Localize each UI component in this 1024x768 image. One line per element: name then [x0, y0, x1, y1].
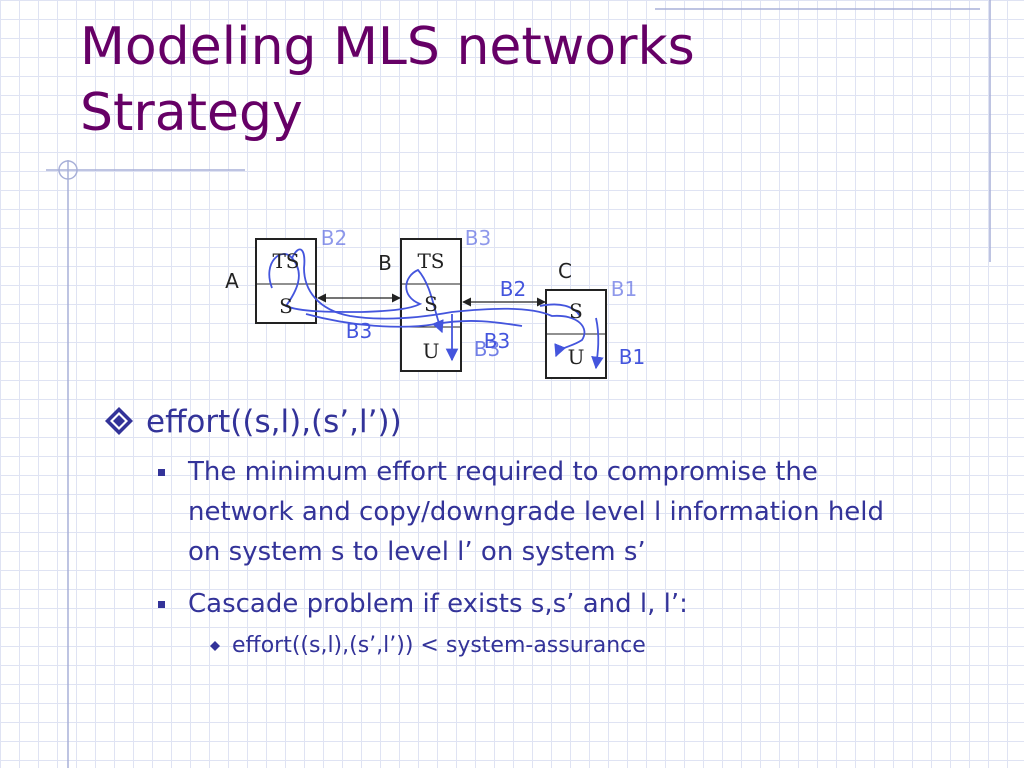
system-b-level-3: U — [423, 339, 440, 363]
bullet-level-3-text: effort((s,l),(s’,l’)) < system-assurance — [232, 633, 646, 658]
square-bullet-icon — [158, 601, 165, 608]
system-a-level-2: S — [279, 294, 293, 318]
path-label-b3-center-b: B3 — [474, 337, 500, 361]
path-label-b2-top: B2 — [321, 226, 347, 250]
system-c-name: C — [558, 259, 572, 283]
path-label-b1-bottom: B1 — [619, 345, 645, 369]
cascade-paths — [268, 248, 604, 370]
system-a-name: A — [225, 269, 239, 293]
system-b-level-2: S — [424, 292, 438, 316]
path-label-b2-mid: B2 — [500, 277, 526, 301]
small-diamond-bullet-icon — [210, 641, 220, 651]
system-b-level-1: TS — [417, 249, 444, 273]
slide-title: Modeling MLS networks Strategy — [80, 14, 695, 146]
path-label-b3-left: B3 — [346, 319, 372, 343]
title-line-1: Modeling MLS networks — [80, 17, 695, 77]
bullet-level-2-text-2: Cascade problem if exists s,s’ and l, l’… — [188, 589, 688, 619]
system-c-level-2: U — [568, 345, 585, 369]
path-label-b3-top: B3 — [465, 226, 491, 250]
system-a-level-1: TS — [272, 249, 299, 273]
diamond-bullet-icon — [105, 407, 133, 435]
system-c-level-1: S — [569, 299, 583, 323]
square-bullet-icon — [158, 469, 165, 476]
bullet-level-2-text-1: The minimum effort required to compromis… — [188, 457, 885, 567]
path-label-b3-center-a: B3 — [484, 329, 510, 353]
title-line-2: Strategy — [80, 83, 303, 143]
system-b-name: B — [378, 251, 392, 275]
path-label-b1-top: B1 — [611, 277, 637, 301]
bullet-level-1-text: effort((s,l),(s’,l’)) — [146, 404, 402, 440]
